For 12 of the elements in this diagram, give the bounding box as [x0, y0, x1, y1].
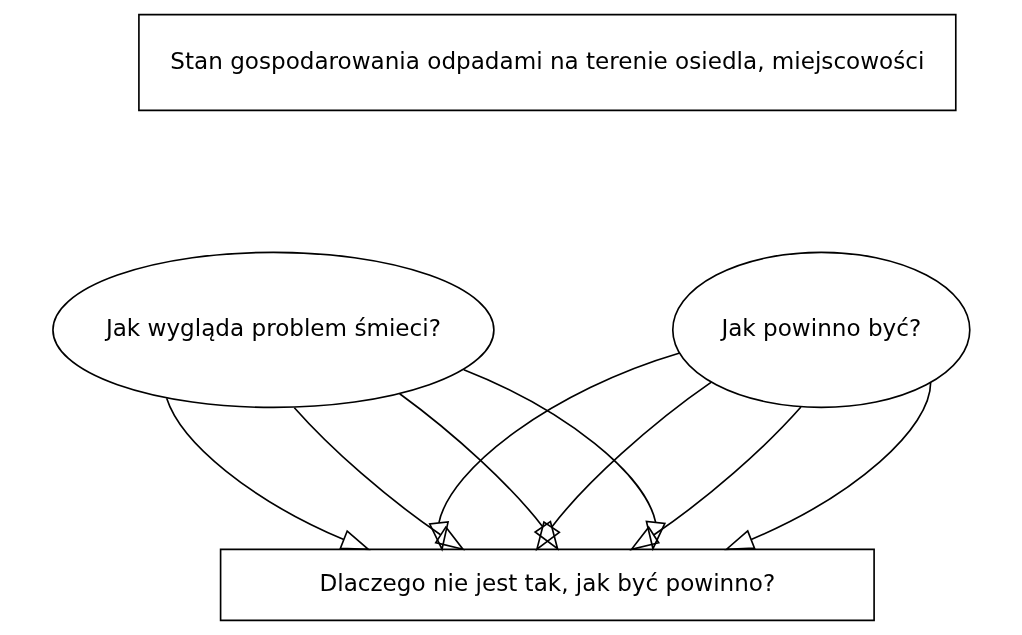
arrow	[428, 352, 681, 552]
arrow	[165, 397, 371, 551]
arrow	[535, 381, 713, 552]
node-ellipse: Jak wygląda problem śmieci?	[52, 251, 495, 409]
arrow	[629, 406, 802, 551]
node-box: Dlaczego nie jest tak, jak być powinno?	[219, 548, 875, 622]
arrow	[398, 392, 559, 551]
arrow	[293, 406, 466, 551]
node-box: Stan gospodarowania odpadami na terenie osiedla, miejscowości	[138, 13, 957, 112]
arrow	[724, 381, 932, 551]
node-ellipse: Jak powinno być?	[671, 251, 971, 409]
arrow	[463, 368, 667, 552]
